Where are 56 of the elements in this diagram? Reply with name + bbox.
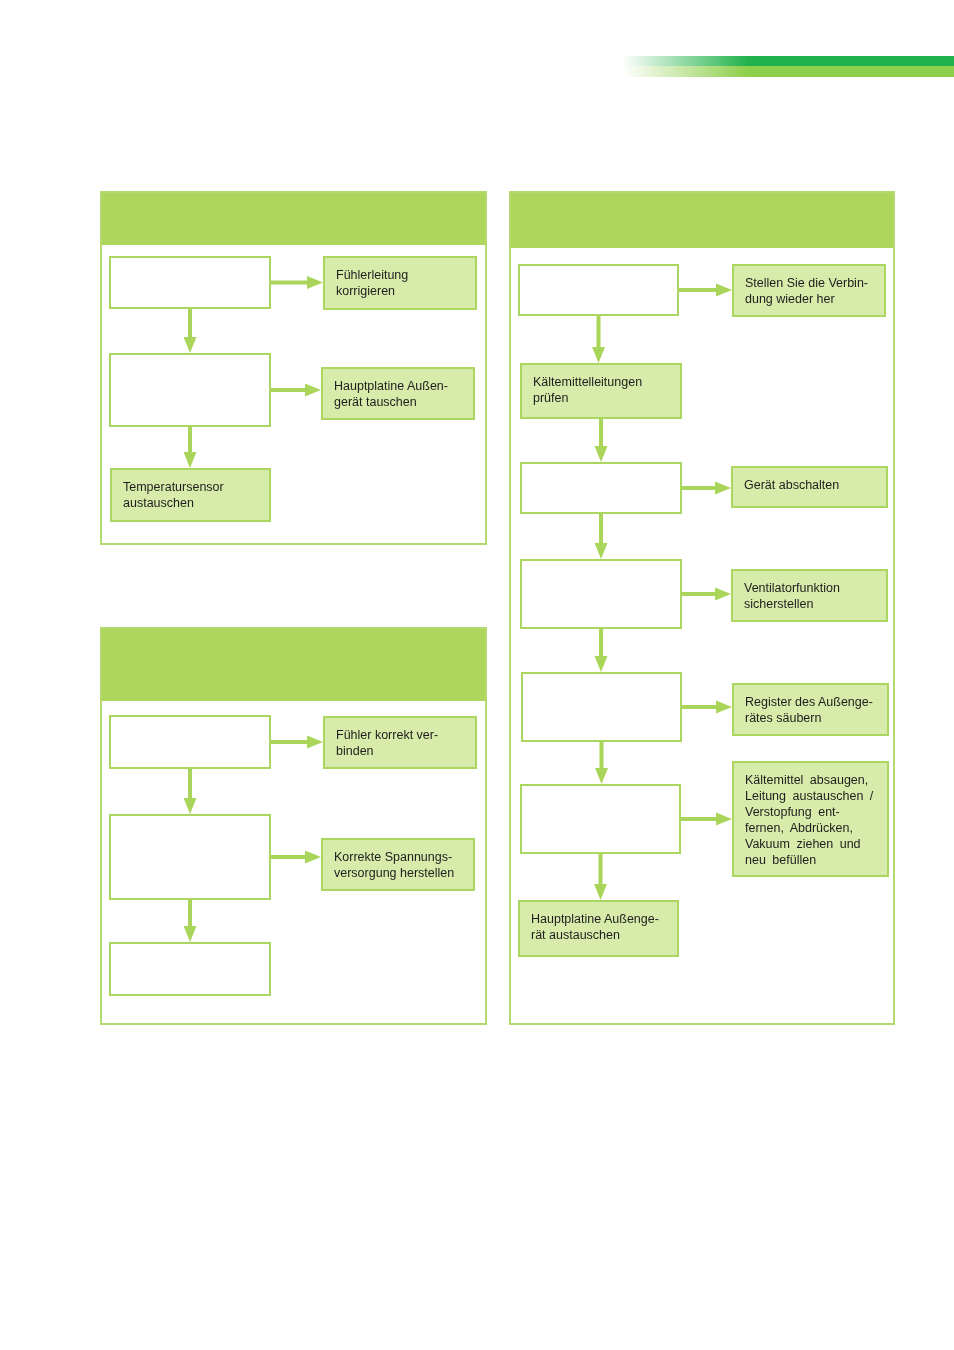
action-box: [323, 716, 477, 769]
step-box: [109, 715, 271, 769]
action-text: Temperatursensor austauschen: [122, 479, 225, 511]
step-box: [520, 784, 681, 854]
panel-frame: [100, 627, 487, 1025]
action-box: [732, 683, 889, 736]
action-text: Kältemittel absaugen, Leitung austauschen / Verstopfung ent- fernen, Abdrücken, Vakuum ziehen und neu befüllen: [744, 772, 875, 868]
panel-frame: [509, 191, 895, 1025]
action-text: Hauptplatine Außen- gerät tauschen: [333, 378, 449, 410]
action-text: Stellen Sie die Verbin- dung wieder her: [744, 275, 869, 307]
step-box: [109, 353, 271, 427]
panel-frame: [100, 191, 487, 545]
action-box: [518, 900, 679, 957]
step-box: [520, 462, 682, 514]
step-box: [521, 672, 682, 742]
step-box: [109, 942, 271, 996]
arrow: [682, 481, 731, 495]
action-text: Fühlerleitung korrigieren: [335, 267, 410, 299]
action-text: Register des Außenge- rätes säubern: [744, 694, 874, 726]
step-box: [109, 256, 271, 309]
arrow: [183, 427, 197, 468]
action-text: Kältemittelleitungen prüfen: [532, 374, 644, 406]
arrow: [592, 316, 605, 363]
step-box: [520, 559, 682, 629]
arrow: [681, 812, 732, 826]
action-box: [731, 569, 888, 622]
arrow: [594, 419, 608, 462]
arrow: [594, 854, 607, 900]
action-text: Korrekte Spannungs- versorgung herstellen: [333, 849, 456, 881]
action-box: [323, 256, 477, 310]
action-text: Hauptplatine Außenge- rät austauschen: [530, 911, 660, 943]
step-box: [109, 814, 271, 900]
action-box: [321, 367, 475, 420]
arrow: [682, 700, 732, 714]
arrow: [679, 283, 732, 297]
action-box: [520, 363, 682, 419]
arrow: [271, 276, 323, 289]
arrow: [271, 735, 323, 749]
arrow: [183, 900, 197, 942]
arrow: [594, 514, 608, 559]
action-text: Ventilatorfunktion sicherstellen: [743, 580, 841, 612]
arrow: [271, 850, 321, 864]
arrow: [271, 383, 321, 397]
action-text: Fühler korrekt ver- binden: [335, 727, 440, 759]
arrow: [183, 309, 197, 353]
action-box: [732, 761, 889, 877]
arrow: [183, 769, 197, 814]
action-box: [731, 466, 888, 508]
arrow: [595, 742, 608, 784]
action-box: [732, 264, 886, 317]
action-box: [110, 468, 271, 522]
arrow: [594, 629, 608, 672]
action-box: [321, 838, 475, 891]
action-text: Gerät abschalten: [743, 477, 841, 493]
arrow: [682, 587, 731, 601]
step-box: [518, 264, 679, 316]
